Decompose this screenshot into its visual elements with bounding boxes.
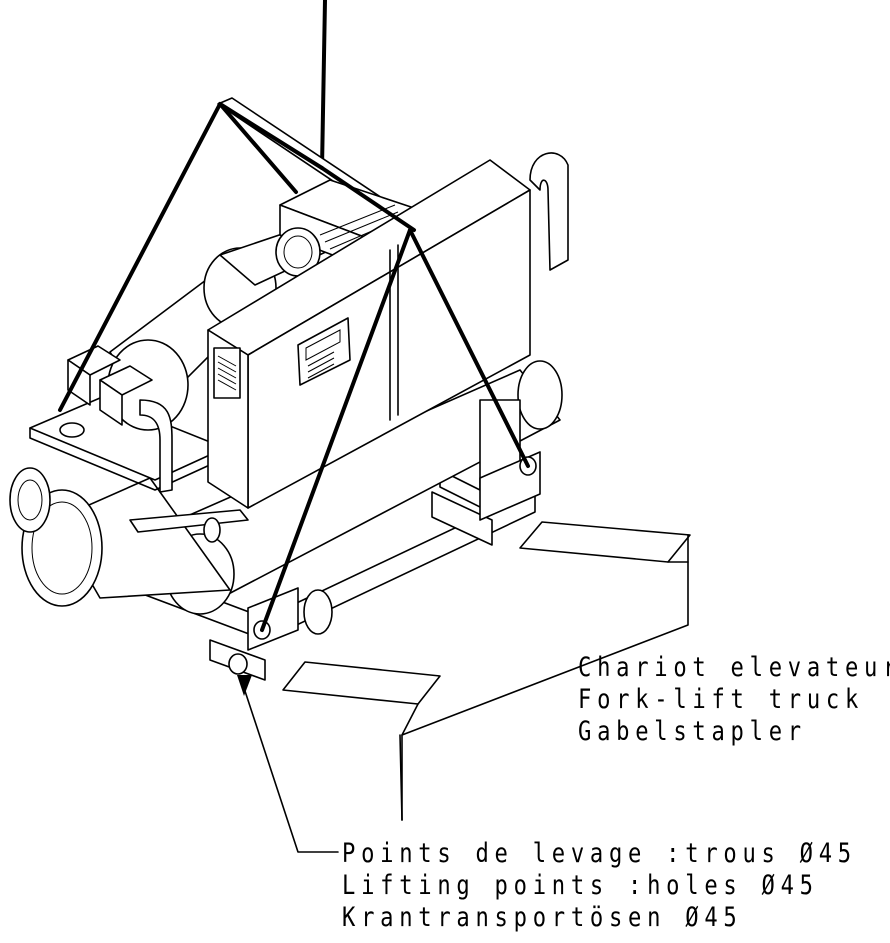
suction-pipe	[529, 152, 569, 271]
forklift-label-en: Fork-lift truck	[578, 684, 865, 715]
leader-arrowhead	[237, 675, 252, 696]
lifting-leader-line	[243, 687, 339, 853]
lifting-slings	[58, 102, 530, 632]
lifting-lug-front	[247, 587, 299, 651]
lifting-points-label-de: Krantransportösen Ø45	[342, 902, 743, 933]
control-cabinet	[207, 159, 531, 509]
compressor-motor	[107, 227, 331, 431]
controller-display	[297, 317, 351, 386]
forklift-label-fr: Chariot elevateur	[578, 652, 890, 683]
lifting-points-label: Points de levage :trous Ø45 Lifting poin…	[342, 838, 857, 934]
evaporator-shell	[9, 467, 231, 607]
forklift-label: Chariot elevateur Fork-lift truck Gabels…	[578, 652, 890, 748]
oil-pipe	[139, 399, 173, 493]
forklift-label-de: Gabelstapler	[578, 716, 807, 747]
lifting-points-label-fr: Points de levage :trous Ø45	[342, 838, 857, 869]
lifting-hole	[228, 653, 248, 675]
valve-pipes	[129, 509, 249, 533]
forklift-fork	[282, 521, 691, 821]
crane-cable	[320, 0, 327, 170]
lifting-points-label-en: Lifting points :holes Ø45	[342, 870, 819, 901]
